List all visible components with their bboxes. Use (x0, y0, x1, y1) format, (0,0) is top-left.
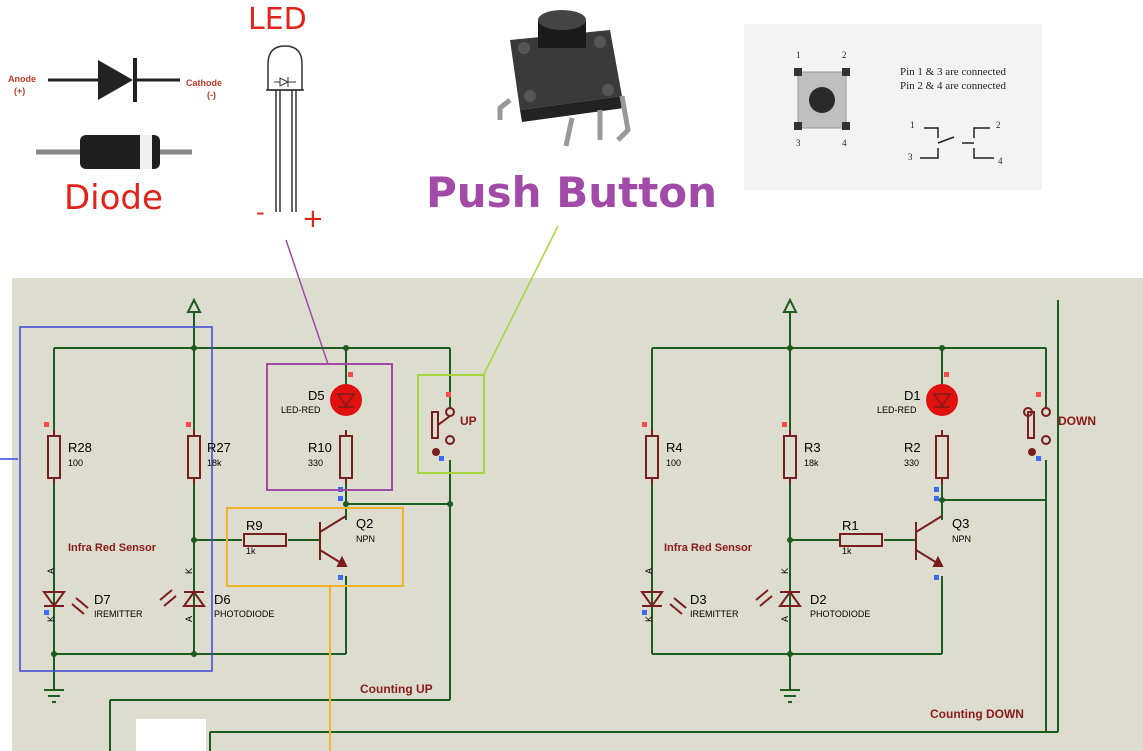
r2-label: R2 (904, 440, 921, 455)
r9-label: R9 (246, 518, 263, 533)
d6-pin-k: K (184, 567, 195, 575)
up-switch-label: UP (460, 414, 477, 428)
r1-label: R1 (842, 518, 859, 533)
r4-value: 100 (666, 458, 682, 468)
led-panel: LED - + (240, 0, 340, 240)
symbol-pin-4: 4 (998, 156, 1003, 166)
symbol-pin-2: 2 (996, 120, 1001, 130)
q3-type: NPN (952, 534, 972, 544)
cathode-sign: (-) (207, 90, 216, 100)
diode-panel: Anode (+) Cathode (-) Diode (0, 0, 240, 230)
d5-label: D5 (308, 388, 325, 403)
r10-value: 330 (308, 458, 324, 468)
d6-type: PHOTODIODE (214, 609, 275, 619)
schematic-background (12, 278, 1143, 751)
led-drawing-icon (266, 45, 304, 212)
push-button-panel: Push Button (410, 0, 730, 230)
led-highlight-box (266, 363, 393, 491)
counting-up-label: Counting UP (360, 682, 433, 696)
d3-pin-a: A (644, 567, 655, 575)
counting-down-label: Counting DOWN (930, 707, 1024, 721)
left-sensor-label: Infra Red Sensor (68, 542, 157, 554)
pin-note-line-1: Pin 1 & 3 are connected (900, 66, 1006, 78)
d3-pin-k: K (644, 615, 655, 623)
r28-value: 100 (68, 458, 84, 468)
pin-4-label: 4 (842, 138, 847, 148)
d2-type: PHOTODIODE (810, 609, 871, 619)
led-plus: + (302, 204, 324, 234)
r3-value: 18k (804, 458, 819, 468)
pinout-diagram-icon (794, 68, 994, 159)
pinout-panel: 1 2 3 4 Pin 1 & 3 are connected Pin 2 & … (744, 24, 1042, 190)
d3-type: IREMITTER (690, 609, 739, 619)
d7-label: D7 (94, 592, 111, 607)
r28-label: R28 (68, 440, 92, 455)
d1-label: D1 (904, 388, 921, 403)
d1-type: LED-RED (877, 405, 917, 415)
push-button-title: Push Button (426, 168, 718, 217)
q3-label: Q3 (952, 516, 970, 531)
r9-value: 1k (246, 546, 256, 556)
symbol-pin-3: 3 (908, 152, 913, 162)
d6-label: D6 (214, 592, 231, 607)
anode-label: Anode (8, 74, 36, 84)
led-minus: - (256, 198, 265, 226)
right-sensor-label: Infra Red Sensor (664, 542, 753, 554)
push-button-photo-icon (497, 10, 631, 147)
d3-label: D3 (690, 592, 707, 607)
diode-title: Diode (64, 178, 163, 218)
d2-label: D2 (810, 592, 827, 607)
led-title: LED (248, 2, 307, 37)
r2-value: 330 (904, 458, 920, 468)
q2-label: Q2 (356, 516, 374, 531)
q2-type: NPN (356, 534, 376, 544)
r3-label: R3 (804, 440, 821, 455)
r27-label: R27 (207, 440, 231, 455)
transistor-highlight-box (226, 507, 404, 587)
down-switch-label: DOWN (1058, 414, 1096, 428)
d7-type: IREMITTER (94, 609, 143, 619)
sensor-highlight-box (19, 326, 213, 672)
pin-note-line-2: Pin 2 & 4 are connected (900, 80, 1006, 92)
r4-label: R4 (666, 440, 683, 455)
d7-pin-k: K (46, 615, 57, 623)
pin-1-label: 1 (796, 50, 801, 60)
pin-3-label: 3 (796, 138, 801, 148)
switch-highlight-box (417, 374, 485, 474)
d7-pin-a: A (46, 567, 57, 575)
anode-sign: (+) (14, 86, 26, 96)
r1-value: 1k (842, 546, 852, 556)
diode-symbol-icon (36, 58, 192, 169)
symbol-pin-1: 1 (910, 120, 915, 130)
d2-pin-a: A (780, 615, 791, 623)
d6-pin-a: A (184, 615, 195, 623)
r27-value: 18k (207, 458, 222, 468)
d5-type: LED-RED (281, 405, 321, 415)
cathode-label: Cathode (186, 78, 222, 88)
d2-pin-k: K (780, 567, 791, 575)
pin-2-label: 2 (842, 50, 847, 60)
r10-label: R10 (308, 440, 332, 455)
